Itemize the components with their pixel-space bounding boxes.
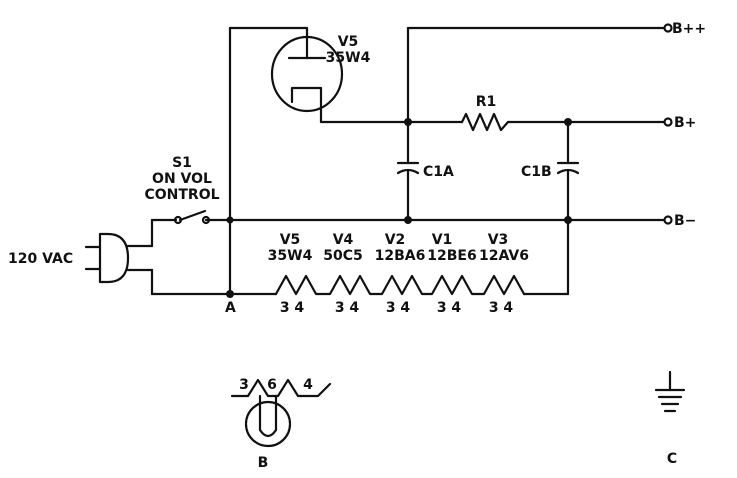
label-panel-c: C xyxy=(667,451,677,467)
label-s1-line3: CONTROL xyxy=(144,187,219,203)
ac-plug-icon xyxy=(84,232,130,284)
label-b-plus-plus: B++ xyxy=(672,21,706,37)
junction-dot xyxy=(226,216,234,224)
label-r1: R1 xyxy=(476,94,497,110)
heater-pins: 3 4 xyxy=(335,300,360,316)
label-b-plus: B+ xyxy=(674,115,696,131)
label-b-minus: B− xyxy=(674,213,696,229)
label-s1: S1 xyxy=(172,155,192,171)
terminal-b-plus xyxy=(663,117,673,127)
heater-pins: 3 4 xyxy=(437,300,462,316)
heater-name: V3 xyxy=(488,232,509,248)
heater-type: 35W4 xyxy=(268,248,313,264)
heater-name: V5 xyxy=(280,232,301,248)
label-c1b: C1B xyxy=(521,164,552,180)
heater-pins: 3 4 xyxy=(280,300,305,316)
label-ac-input: 120 VAC xyxy=(8,251,73,267)
label-node-a: A xyxy=(225,300,236,316)
junction-dot xyxy=(404,118,412,126)
junction-dot xyxy=(564,118,572,126)
v5-top-name: V5 xyxy=(338,34,359,50)
heater-name: V4 xyxy=(333,232,354,248)
label-panel-b: B xyxy=(258,455,269,471)
heater-type: 12BA6 xyxy=(375,248,426,264)
heater-pins: 3 4 xyxy=(489,300,514,316)
heater-type: 12AV6 xyxy=(479,248,529,264)
heater-type: 50C5 xyxy=(323,248,363,264)
wiring xyxy=(126,26,666,296)
detail-b-pin-right: 4 xyxy=(303,377,313,393)
label-s1-line2: ON VOL xyxy=(152,171,212,187)
s1-contact-left xyxy=(173,215,183,225)
terminal-b-minus xyxy=(663,215,673,225)
heater-pins: 3 4 xyxy=(386,300,411,316)
heater-name: V2 xyxy=(385,232,406,248)
detail-b-pin-left: 3 xyxy=(239,377,249,393)
detail-b-pin-mid: 6 xyxy=(267,377,277,393)
v5-top-type: 35W4 xyxy=(326,50,371,66)
heater-name: V1 xyxy=(432,232,453,248)
s1-contact-right xyxy=(201,215,211,225)
heater-type: 12BE6 xyxy=(427,248,476,264)
junction-dot xyxy=(564,216,572,224)
junction-a-dot xyxy=(226,290,234,298)
terminal-b-plus-plus xyxy=(663,23,673,33)
ground-symbol-icon xyxy=(654,370,686,413)
detail-b-tube-heater xyxy=(230,378,332,448)
label-c1a: C1A xyxy=(423,164,454,180)
junction-dot xyxy=(404,216,412,224)
